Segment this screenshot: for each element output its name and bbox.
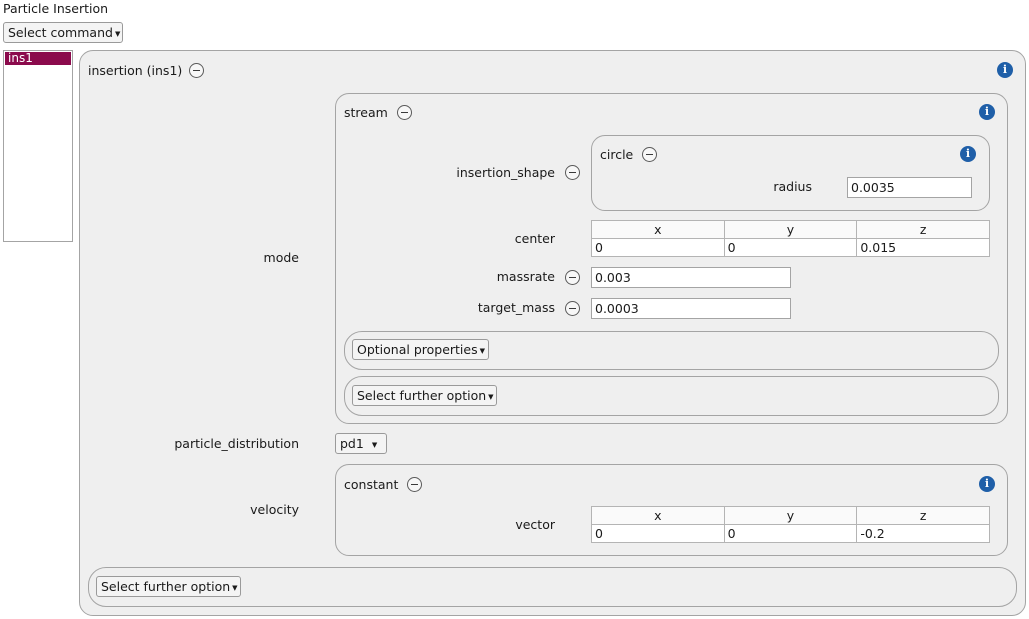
vector-label: vector bbox=[515, 517, 555, 532]
massrate-input[interactable]: 0.003 bbox=[591, 267, 791, 288]
velocity-vector-table: x y z 0 0 -0.2 bbox=[591, 506, 990, 543]
list-item-ins1[interactable]: ins1 bbox=[5, 52, 71, 65]
center-header-x: x bbox=[591, 220, 725, 239]
insertion-info-icon[interactable]: i bbox=[997, 62, 1013, 78]
constant-title: constant bbox=[344, 477, 399, 492]
center-header-y: y bbox=[723, 220, 858, 239]
circle-info-icon[interactable]: i bbox=[960, 146, 976, 162]
vector-z-cell[interactable]: -0.2 bbox=[856, 524, 990, 543]
particle-distribution-label: particle_distribution bbox=[174, 436, 299, 451]
stream-select-further-option-dropdown[interactable]: Select further option▼ bbox=[352, 385, 497, 406]
optional-properties-dropdown[interactable]: Optional properties▼ bbox=[352, 339, 489, 360]
center-header-z: z bbox=[856, 220, 990, 239]
collapse-target-mass-icon[interactable] bbox=[565, 301, 580, 316]
target-mass-input[interactable]: 0.0003 bbox=[591, 298, 791, 319]
select-command-dropdown[interactable]: Select command▼ bbox=[3, 22, 123, 43]
constant-info-icon[interactable]: i bbox=[979, 476, 995, 492]
radius-input[interactable]: 0.0035 bbox=[847, 177, 972, 198]
collapse-stream-icon[interactable] bbox=[397, 105, 412, 120]
collapse-circle-icon[interactable] bbox=[642, 147, 657, 162]
optional-properties-label: Optional properties bbox=[357, 342, 478, 357]
center-z-cell[interactable]: 0.015 bbox=[856, 238, 990, 257]
app-title: Particle Insertion bbox=[3, 1, 109, 16]
caret-down-icon: ▼ bbox=[114, 30, 121, 38]
particle-distribution-dropdown[interactable]: pd1 ▼ bbox=[335, 433, 387, 454]
insertion-shape-label: insertion_shape bbox=[456, 165, 555, 180]
insertion-select-further-option-label: Select further option bbox=[101, 579, 231, 594]
circle-panel bbox=[591, 135, 990, 211]
center-y-cell[interactable]: 0 bbox=[723, 238, 858, 257]
caret-down-icon: ▼ bbox=[479, 347, 486, 355]
center-label: center bbox=[514, 231, 555, 246]
collapse-constant-icon[interactable] bbox=[407, 477, 422, 492]
command-list[interactable]: ins1 bbox=[3, 50, 73, 242]
circle-title: circle bbox=[600, 147, 634, 162]
caret-down-icon: ▼ bbox=[488, 393, 494, 401]
stream-info-icon[interactable]: i bbox=[979, 104, 995, 120]
vector-x-cell[interactable]: 0 bbox=[591, 524, 725, 543]
stream-title: stream bbox=[344, 105, 388, 120]
radius-label: radius bbox=[773, 179, 812, 194]
velocity-label: velocity bbox=[250, 502, 299, 517]
collapse-insertion-icon[interactable] bbox=[189, 63, 204, 78]
massrate-label: massrate bbox=[496, 269, 555, 284]
center-x-cell[interactable]: 0 bbox=[591, 238, 725, 257]
collapse-insertion-shape-icon[interactable] bbox=[565, 165, 580, 180]
center-vector-table: x y z 0 0 0.015 bbox=[591, 220, 990, 257]
vector-header-y: y bbox=[723, 506, 858, 525]
insertion-title: insertion (ins1) bbox=[88, 63, 183, 78]
caret-down-icon: ▼ bbox=[371, 441, 378, 449]
vector-y-cell[interactable]: 0 bbox=[723, 524, 858, 543]
insertion-select-further-option-dropdown[interactable]: Select further option▼ bbox=[96, 576, 241, 597]
caret-down-icon: ▼ bbox=[232, 584, 238, 592]
target-mass-label: target_mass bbox=[477, 300, 555, 315]
insertion-further-option-panel bbox=[88, 567, 1017, 607]
stream-select-further-option-label: Select further option bbox=[357, 388, 487, 403]
mode-label: mode bbox=[263, 250, 299, 265]
vector-header-x: x bbox=[591, 506, 725, 525]
select-command-label: Select command bbox=[8, 25, 113, 40]
particle-distribution-value: pd1 bbox=[340, 436, 364, 451]
collapse-massrate-icon[interactable] bbox=[565, 270, 580, 285]
vector-header-z: z bbox=[856, 506, 990, 525]
